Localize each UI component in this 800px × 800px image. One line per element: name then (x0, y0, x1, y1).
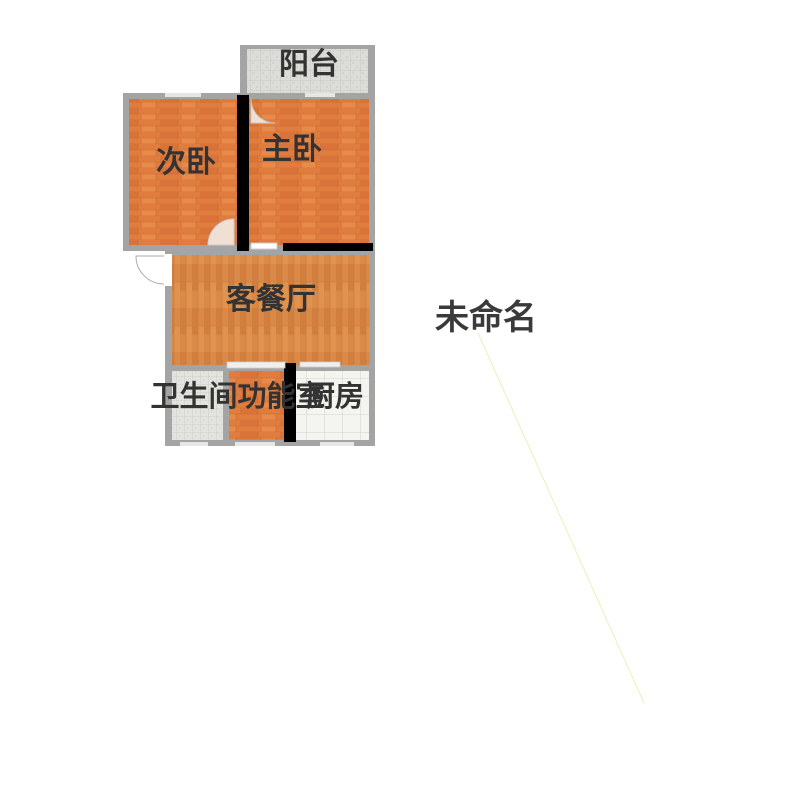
balcony-room (240, 45, 375, 93)
bedroom-divider-wall (237, 95, 249, 258)
second-bedroom-label: 次卧 (156, 145, 216, 180)
entry-door-opening (164, 254, 172, 286)
door-opening (299, 361, 341, 368)
living-dining-label: 客餐厅 (226, 282, 316, 317)
entry-door-swing (135, 255, 165, 285)
door-swing (250, 98, 276, 124)
annotation-leader-line (477, 332, 645, 704)
window (305, 93, 335, 97)
master-bedroom-label: 主卧 (262, 132, 322, 167)
door-opening (226, 361, 286, 369)
bathroom-room (172, 371, 223, 440)
master-bedroom-room (249, 99, 369, 245)
window (180, 442, 208, 446)
utility-room (229, 371, 284, 440)
bathroom-label: 卫生间 (150, 379, 237, 413)
door-swing (207, 218, 235, 246)
kitchen-room (296, 371, 369, 440)
balcony-label: 阳台 (279, 47, 339, 82)
living-dining-room (165, 251, 375, 370)
window (235, 442, 275, 446)
utility-kitchen-wall (284, 363, 296, 442)
window (165, 93, 201, 97)
second-bedroom-room (129, 99, 237, 245)
utility-label: 功能室 (237, 379, 324, 413)
plan-title: 未命名 (435, 298, 537, 338)
kitchen-label: 厨房 (306, 379, 364, 413)
door-opening (250, 242, 278, 250)
window (320, 442, 354, 446)
wall (223, 368, 229, 442)
